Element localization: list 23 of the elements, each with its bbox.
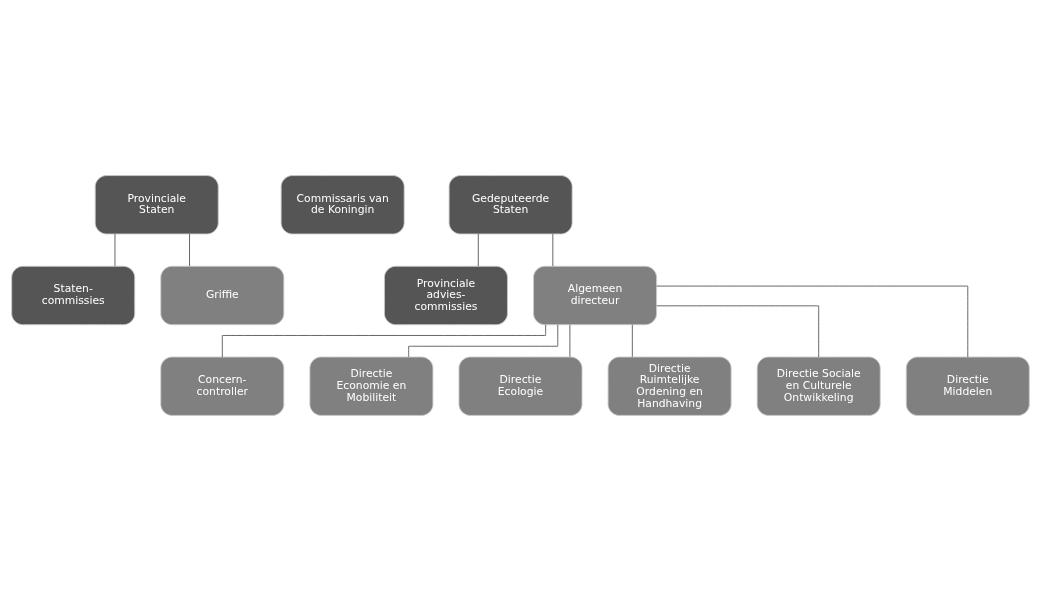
node-box: Staten- commissies: [11, 265, 136, 326]
connector: [569, 324, 571, 358]
node-box: Provinciale Staten: [94, 175, 219, 235]
node-box: Provinciale advies- commissies: [384, 265, 508, 326]
connector: [114, 233, 116, 267]
node-box: Algemeen directeur: [533, 265, 658, 326]
node-box: Griffie: [160, 265, 285, 326]
connector: [552, 233, 554, 267]
node-box: Directie Economie en Mobiliteit: [309, 356, 434, 416]
connector: [656, 305, 820, 358]
connector: [656, 285, 969, 358]
node-box: Concern- controller: [160, 356, 285, 416]
node-box: Directie Middelen: [905, 356, 1030, 416]
node-box: Directie Ruimtelijke Ordening en Handhaving: [607, 356, 732, 416]
connector: [631, 324, 633, 358]
node-box: Commissaris van de Koningin: [280, 175, 405, 235]
connector: [477, 233, 479, 267]
connector: [189, 233, 190, 267]
connector: [221, 324, 547, 358]
node-box: Directie Ecologie: [458, 356, 583, 416]
node-box: Directie Sociale en Culturele Ontwikkeling: [756, 356, 881, 416]
connector: [408, 324, 559, 358]
node-box: Gedeputeerde Staten: [448, 175, 573, 235]
